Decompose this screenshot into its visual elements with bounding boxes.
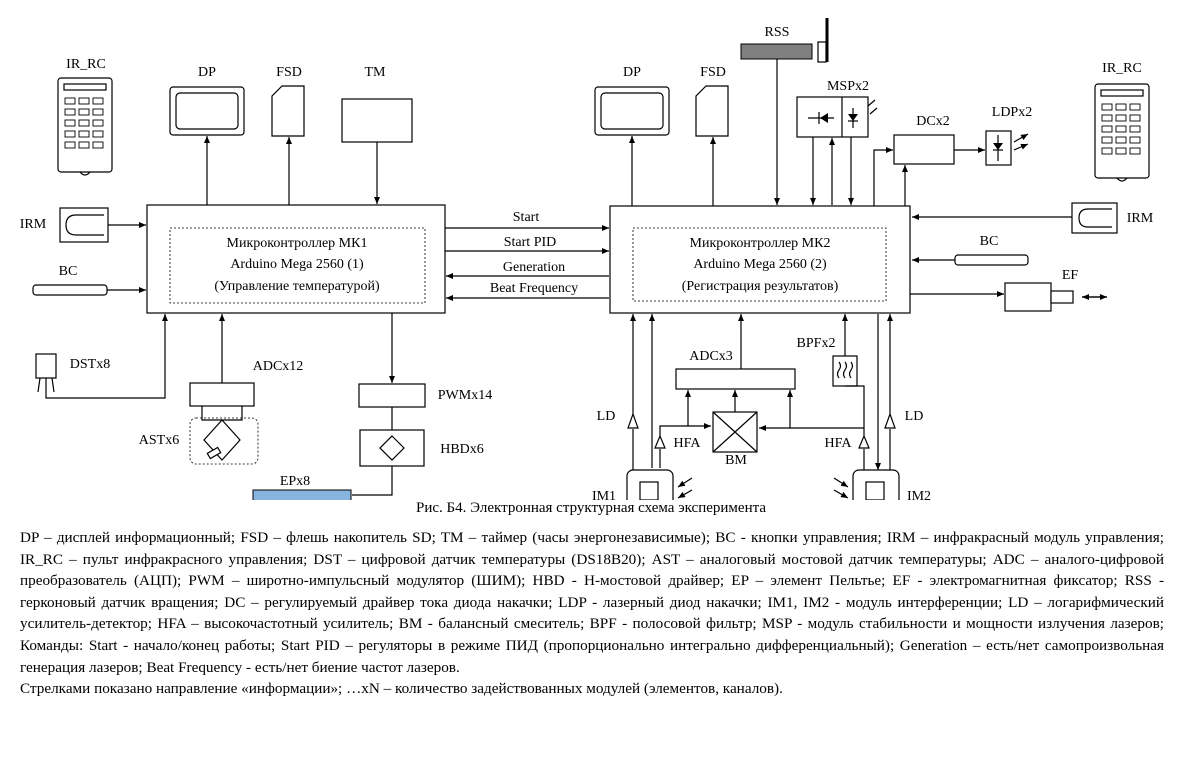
log-detector-left: LD [597,409,639,429]
legend-paragraph-arrows: Стрелками показано направление «информац… [20,680,783,698]
ast-label: ASTx6 [139,433,179,448]
display-left-icon: DP [169,65,245,136]
bc-right-label: BC [980,234,999,249]
mk2-role: (Регистрация результатов) [682,279,839,294]
dst-label: DSTx8 [70,357,110,372]
ir-rc-right-label: IR_RC [1102,61,1142,76]
mk1-block: Микроконтроллер МК1 Arduino Mega 2560 (1… [146,204,446,314]
signal-generation-label: Generation [503,260,565,275]
mk2-board: Arduino Mega 2560 (2) [693,257,827,272]
bc-left-label: BC [59,264,78,279]
hbridge-driver-block: HBDx6 [359,429,484,467]
adc3-label: ADCx3 [689,349,733,364]
balanced-mixer-block: BM [712,411,758,468]
im1-label: IM1 [592,489,616,500]
laser-stability-module: MSPx2 [796,79,878,138]
dc-label: DCx2 [916,114,949,129]
interference-module-1: IM1 [592,469,693,500]
adc12-label: ADCx12 [253,359,304,374]
ir-module-right-icon: IRM [1071,202,1154,234]
temp-sensor-digital-icon: DSTx8 [35,353,110,393]
fsd-left-label: FSD [276,65,302,80]
timer-block: TM [341,65,413,143]
dp-left-label: DP [198,65,216,80]
msp-label: MSPx2 [827,79,869,94]
flash-sd-right-icon: FSD [695,65,729,137]
mk1-title: Микроконтроллер МК1 [227,236,368,251]
hf-amplifier-left: HFA [654,434,702,451]
hf-amplifier-right: HFA [825,434,870,451]
signal-start-pid-label: Start PID [504,235,557,250]
ir-remote-right-icon: IR_RC [1094,61,1150,182]
legend-text: DP – дисплей информационный; FSD – флешь… [20,527,1164,700]
block-diagram: Микроконтроллер МК1 Arduino Mega 2560 (1… [20,18,1154,500]
flash-sd-left-icon: FSD [271,65,305,137]
ld-right-label: LD [905,409,924,424]
peltier-element: EPx8 [252,474,352,500]
bm-label: BM [725,453,747,468]
ep-label: EPx8 [280,474,310,489]
ir-rc-left-label: IR_RC [66,57,106,72]
pwm-block [358,383,426,408]
buttons-right-icon [954,254,1029,266]
reed-rotation-sensor: RSS [740,18,829,63]
ir-module-left-icon: IRM [20,207,109,243]
adc12-block [189,382,255,407]
fsd-right-label: FSD [700,65,726,80]
signal-start-label: Start [513,210,540,225]
ir-remote-left-icon: IR_RC [57,57,113,176]
irm-left-label: IRM [20,217,47,232]
mk1-role: (Управление температурой) [214,279,380,294]
hfa-right-label: HFA [825,436,853,451]
bandpass-filter-icon [832,355,858,387]
ld-left-label: LD [597,409,616,424]
figure-caption: Рис. Б4. Электронная структурная схема э… [416,500,766,516]
mk2-title: Микроконтроллер МК2 [690,236,831,251]
ef-label: EF [1062,268,1079,283]
rss-label: RSS [765,25,790,40]
mk2-block: Микроконтроллер МК2 Arduino Mega 2560 (2… [609,205,911,314]
tm-label: TM [365,65,387,80]
signal-beat-frequency-label: Beat Frequency [490,281,578,296]
interference-module-2: IM2 [833,469,931,500]
bpf-label: BPFx2 [797,336,836,351]
hfa-left-label: HFA [674,436,702,451]
pump-laser-diode-icon: LDPx2 [985,105,1032,166]
irm-right-label: IRM [1127,211,1154,226]
pwm-label: PWMx14 [438,388,492,403]
hbd-label: HBDx6 [440,442,484,457]
display-right-icon: DP [594,65,670,136]
pump-current-driver-block [893,134,955,165]
legend-paragraph-abbreviations: DP – дисплей информационный; FSD – флешь… [20,529,1164,676]
im2-label: IM2 [907,489,931,500]
electromagnetic-latch: EF [1004,268,1107,312]
log-detector-right: LD [884,409,924,429]
mk1-board: Arduino Mega 2560 (1) [230,257,364,272]
ldp-label: LDPx2 [992,105,1032,120]
dp-right-label: DP [623,65,641,80]
buttons-left-icon [32,284,108,296]
adc3-block [675,368,796,390]
temp-sensor-analog-icon: ASTx6 [139,406,259,465]
